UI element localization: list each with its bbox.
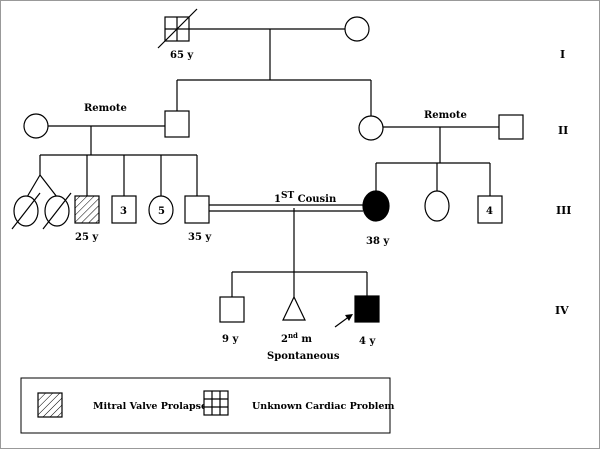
generation-label-ii: II — [558, 124, 568, 137]
gen1-mother — [344, 16, 370, 42]
legend-unknown-swatch — [203, 390, 229, 416]
gen2-left-remote-label: Remote — [84, 103, 127, 114]
gen4-miscarriage — [282, 295, 306, 321]
legend-mitral-label: Mitral Valve Prolapse — [93, 401, 207, 412]
gen3-mitral-prolapse-male — [74, 195, 100, 224]
gen3-left-sibship-lines — [26, 126, 198, 198]
gen3-brothers-count: 3 — [120, 206, 127, 217]
gen4-miscarriage-note: Spontaneous — [267, 351, 340, 362]
gen2-right-remote-label: Remote — [424, 110, 467, 121]
legend: Mitral Valve Prolapse Unknown Cardiac Pr… — [20, 377, 394, 434]
gen3-right-sibship-lines — [375, 127, 491, 196]
gen2-right-husband — [498, 114, 524, 140]
gen3-half-sister — [424, 190, 450, 222]
gen1-father — [157, 8, 198, 49]
gen3-deceased-twin-sister-1 — [11, 192, 41, 230]
gen2-left-wife — [23, 113, 49, 139]
gen1-father-age: 65 y — [170, 50, 194, 61]
gen4-brother — [219, 296, 245, 323]
gen2-left-husband — [164, 110, 190, 138]
legend-unknown-label: Unknown Cardiac Problem — [252, 401, 394, 412]
gen3-mother-age: 38 y — [366, 236, 390, 247]
gen1-descent-lines — [176, 29, 372, 116]
proband-arrow-icon — [334, 314, 353, 328]
generation-label-i: I — [560, 48, 565, 61]
legend-mitral-swatch — [37, 392, 63, 418]
gen4-miscarriage-label: 2nd m — [281, 331, 312, 345]
gen3-father — [184, 195, 210, 224]
gen4-proband — [354, 295, 380, 323]
gen4-proband-age: 4 y — [359, 336, 376, 347]
generation-label-iv: IV — [555, 304, 569, 317]
consanguinity-line — [209, 204, 363, 212]
gen4-brother-age: 9 y — [222, 334, 239, 345]
gen3-sisters-group: 5 — [148, 195, 174, 225]
gen3-half-brothers-group: 4 — [477, 195, 503, 224]
gen4-descent-lines — [231, 208, 368, 297]
first-cousin-label: 1ST Cousin — [274, 191, 337, 205]
generation-label-iii: III — [556, 204, 571, 217]
gen3-father-age: 35 y — [188, 232, 212, 243]
gen3-affected-male-age: 25 y — [75, 232, 99, 243]
gen3-deceased-twin-sister-2 — [42, 192, 72, 230]
gen3-half-brothers-count: 4 — [486, 206, 493, 217]
gen3-mother-affected — [362, 190, 390, 222]
gen3-sisters-count: 5 — [158, 206, 165, 217]
gen3-brothers-group: 3 — [111, 195, 137, 224]
gen2-right-wife — [358, 115, 384, 141]
